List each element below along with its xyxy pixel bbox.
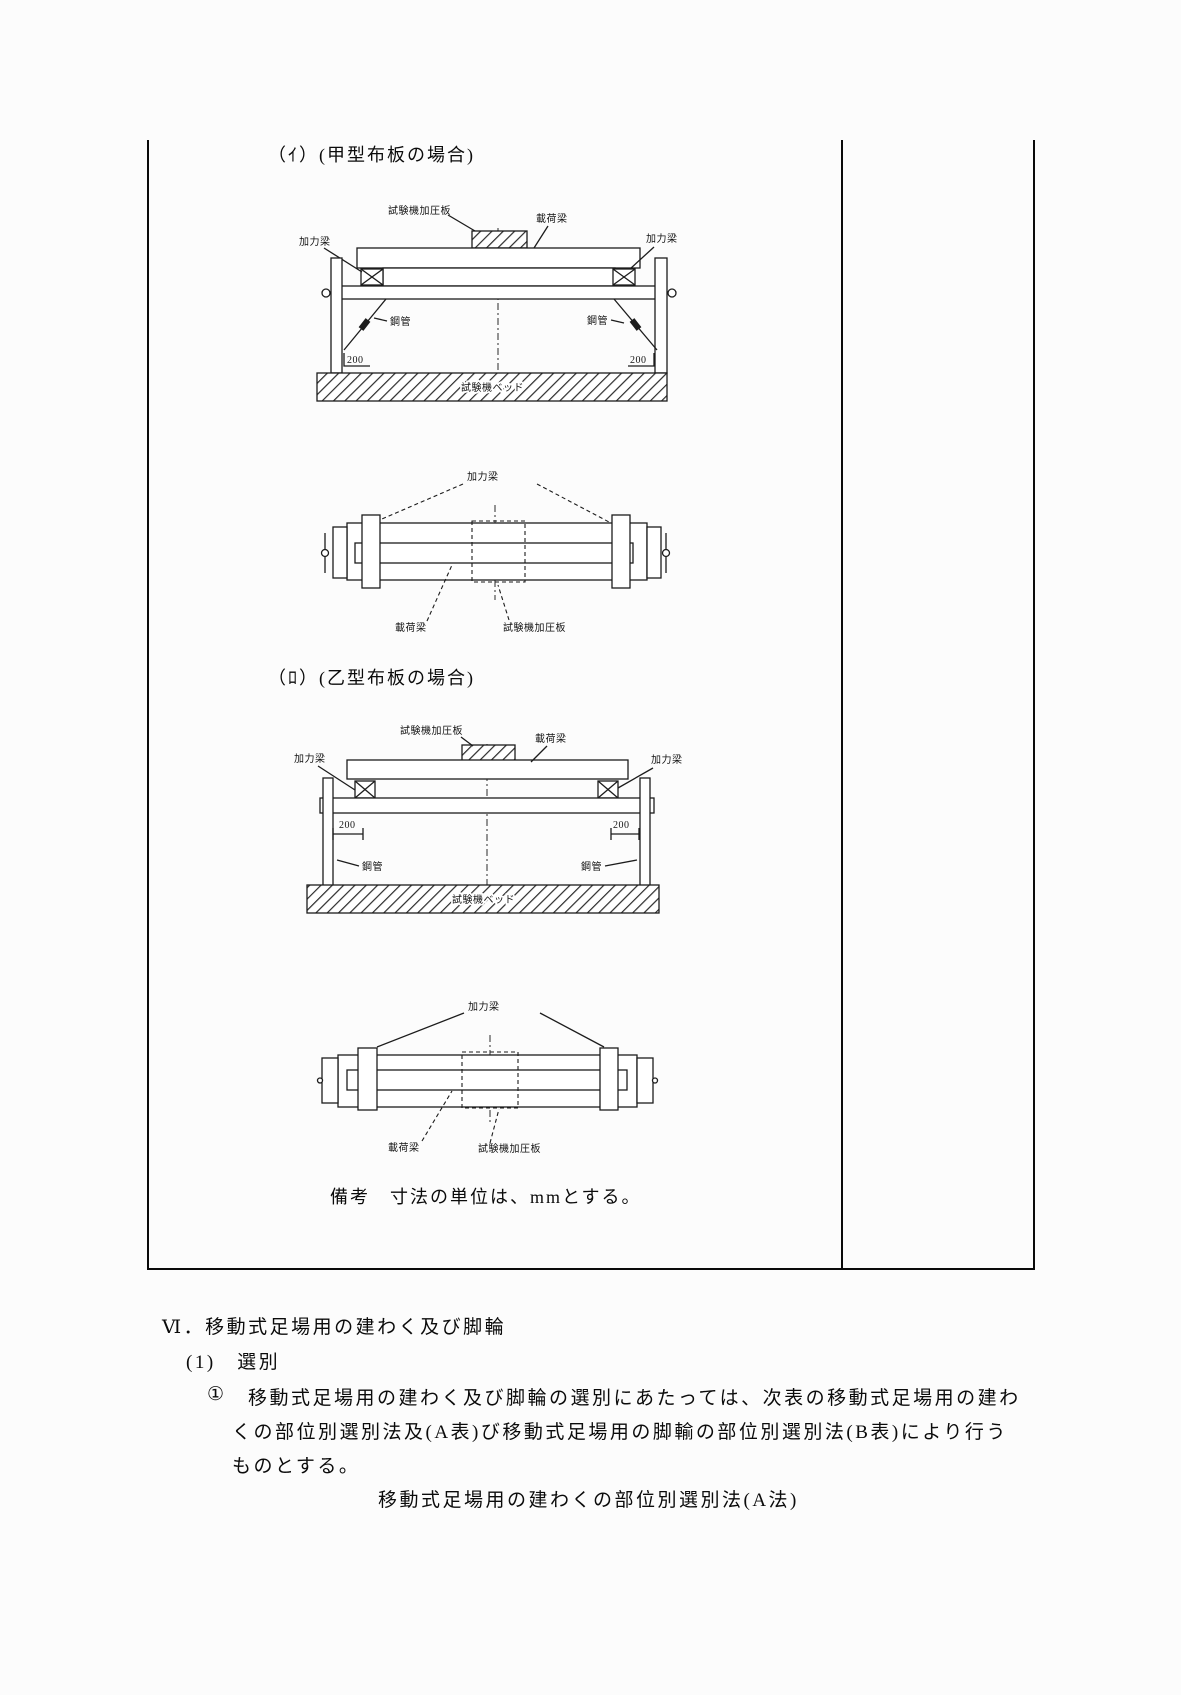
force-beam-right xyxy=(599,1047,619,1111)
paragraph-line-2: くの部位別選別法及(A表)び移動式足場用の脚輸の部位別選別法(B表)により行う xyxy=(232,1422,1008,1443)
label-steel-pipe: 鋼管 xyxy=(362,860,383,873)
end-fitting-left xyxy=(316,1057,339,1104)
test-bed: 試験機ベッド xyxy=(306,884,660,914)
label-load-beam: 載荷梁 xyxy=(388,1141,420,1154)
section-b-heading: （ﾛ）(乙型布板の場合) xyxy=(268,668,475,688)
pressure-plate: 試験機加圧板 xyxy=(400,724,516,762)
label-dim-200: 200 xyxy=(339,820,356,831)
label-force-beam: 加力梁 xyxy=(299,235,331,248)
pressure-plate: 試験機加圧板 xyxy=(388,204,528,249)
end-fitting-left xyxy=(320,526,348,579)
label-force-beam: 加力梁 xyxy=(468,1000,500,1013)
dim-right: 200 xyxy=(610,820,640,840)
end-fitting-right xyxy=(636,1057,659,1104)
cross-rail xyxy=(333,285,667,300)
dim-right: 200 xyxy=(628,353,655,367)
load-beam-callout: 載荷梁 xyxy=(388,1090,453,1154)
label-dim-200: 200 xyxy=(347,355,364,366)
label-load-beam: 載荷梁 xyxy=(395,621,427,634)
label-test-bed: 試験機ベッド xyxy=(461,381,524,394)
pressure-plate-callout: 試験機加圧板 xyxy=(478,1108,541,1155)
table-main-cell xyxy=(147,140,843,1270)
diagram-otsu-plan: 加力梁 載荷梁 試験機加圧板 xyxy=(316,1000,659,1155)
dim-left: 200 xyxy=(343,353,370,367)
post-left xyxy=(322,777,334,889)
section-vi-heading: Ⅵ．移動式足場用の建わく及び脚輪 xyxy=(162,1317,507,1338)
paragraph-marker: ① xyxy=(207,1384,227,1405)
force-beam-right: 加力梁 xyxy=(612,232,678,286)
label-force-beam: 加力梁 xyxy=(294,752,326,765)
label-steel-pipe: 鋼管 xyxy=(587,314,608,327)
section-a-heading: （ｲ）(甲型布板の場合) xyxy=(268,145,475,165)
force-beam-callout: 加力梁 xyxy=(376,1000,605,1048)
pressure-plate-callout: 試験機加圧板 xyxy=(497,584,566,634)
end-fitting-right xyxy=(646,526,671,579)
load-beam: 載荷梁 xyxy=(346,732,629,780)
post-right xyxy=(639,777,651,889)
brace-left: 鋼管 xyxy=(343,298,411,351)
label-pressure-plate: 試験機加圧板 xyxy=(388,204,451,217)
force-beam-left xyxy=(361,514,381,589)
force-beam-right xyxy=(611,514,631,589)
label-force-beam: 加力梁 xyxy=(646,232,678,245)
force-beam-left xyxy=(357,1047,378,1111)
item-1-heading: (1) 選別 xyxy=(186,1352,281,1373)
label-force-beam: 加力梁 xyxy=(651,753,683,766)
table-note: 備考 寸法の単位は、mmとする。 xyxy=(330,1187,642,1207)
post-right xyxy=(654,257,677,374)
force-beam-left: 加力梁 xyxy=(299,235,384,286)
load-beam xyxy=(346,1069,628,1091)
pressure-plate xyxy=(471,520,526,583)
steel-pipe-right: 鋼管 xyxy=(581,859,638,873)
load-beam xyxy=(354,542,634,564)
dim-left: 200 xyxy=(332,820,364,840)
label-dim-200: 200 xyxy=(630,355,647,366)
diagram-kou-elevation: 試験機加圧板 載荷梁 加力梁 加力梁 xyxy=(299,204,678,402)
table-side-cell xyxy=(839,140,1035,1270)
force-beam-right: 加力梁 xyxy=(597,753,683,799)
label-pressure-plate: 試験機加圧板 xyxy=(503,621,566,634)
force-beam-left: 加力梁 xyxy=(294,752,376,799)
cross-rail xyxy=(319,797,655,814)
label-pressure-plate: 試験機加圧板 xyxy=(400,724,463,737)
pressure-plate xyxy=(461,1051,519,1109)
paragraph-line-1: 移動式足場用の建わく及び脚輪の選別にあたっては、次表の移動式足場用の建わ xyxy=(248,1388,1021,1409)
post-left xyxy=(321,257,343,374)
force-beam-callout: 加力梁 xyxy=(374,470,610,523)
label-pressure-plate: 試験機加圧板 xyxy=(478,1142,541,1155)
label-force-beam: 加力梁 xyxy=(467,470,499,483)
diagram-otsu-elevation: 試験機加圧板 載荷梁 加力梁 加力梁 200 xyxy=(294,724,683,914)
brace-right: 鋼管 xyxy=(587,298,658,351)
steel-pipe-left: 鋼管 xyxy=(336,859,383,873)
label-dim-200: 200 xyxy=(613,820,630,831)
load-beam: 載荷梁 xyxy=(356,212,641,269)
diagram-kou-plan: 加力梁 載荷梁 試験機加圧板 xyxy=(320,470,671,634)
test-bed: 試験機ベッド xyxy=(316,372,668,402)
label-load-beam: 載荷梁 xyxy=(535,732,567,745)
label-load-beam: 載荷梁 xyxy=(536,212,568,225)
paragraph-line-3: ものとする。 xyxy=(232,1456,361,1477)
label-test-bed: 試験機ベッド xyxy=(452,893,515,906)
label-steel-pipe: 鋼管 xyxy=(390,315,411,328)
load-beam-callout: 載荷梁 xyxy=(395,564,453,634)
table-a-caption: 移動式足場用の建わくの部位別選別法(A法) xyxy=(378,1490,799,1511)
plank xyxy=(382,267,616,287)
label-steel-pipe: 鋼管 xyxy=(581,860,602,873)
